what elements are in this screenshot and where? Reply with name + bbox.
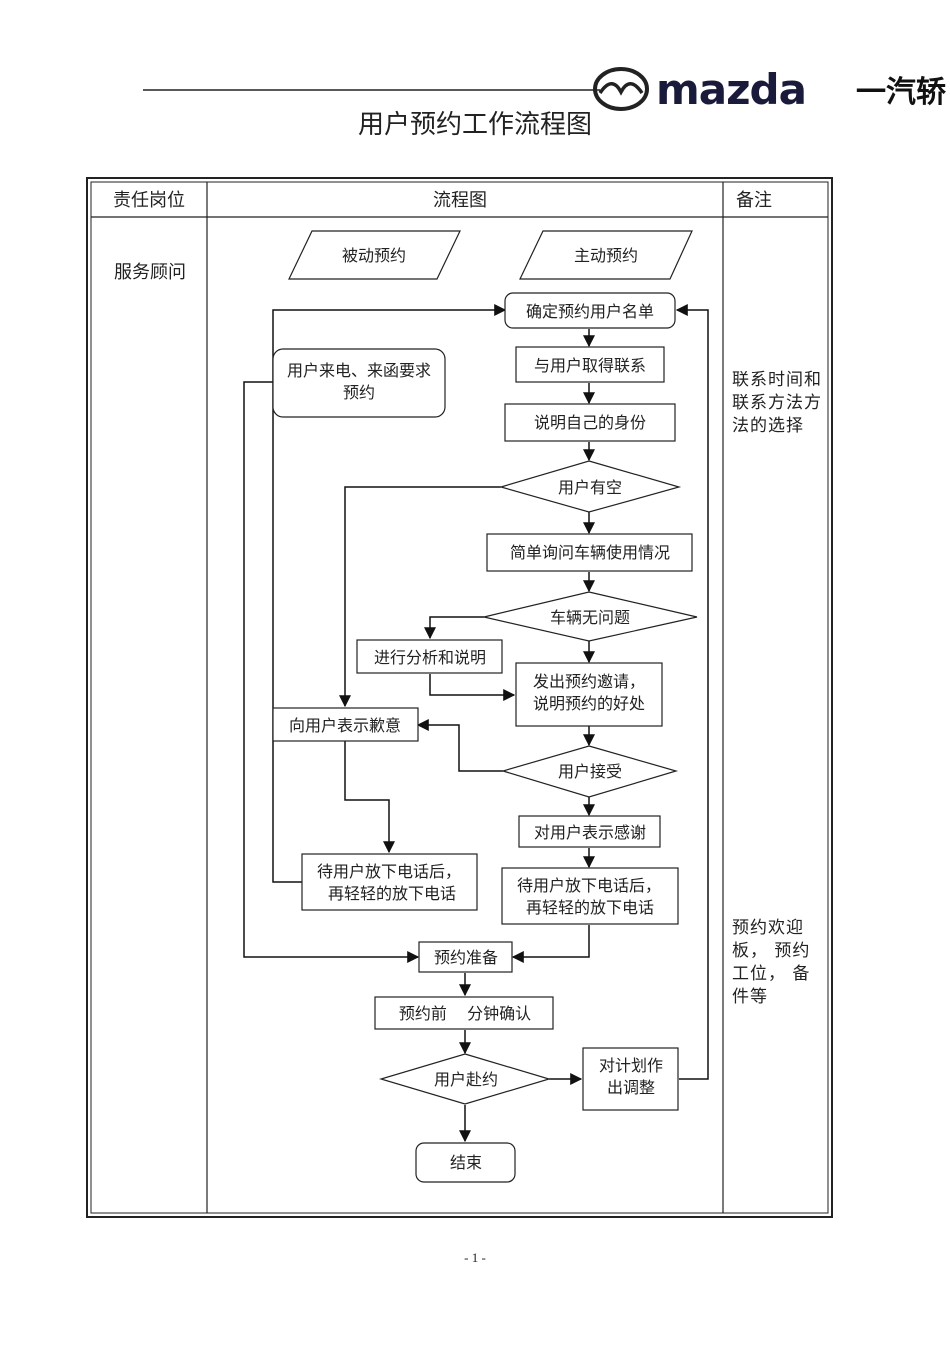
edge-free-apologize <box>339 486 501 708</box>
edge-accept-apologize <box>416 719 503 772</box>
label-adjust-1: 对计划作 <box>599 1056 663 1075</box>
label-ask-vehicle: 简单询问车辆使用情况 <box>510 543 670 562</box>
header-note: 备注 <box>736 190 772 211</box>
node-introduce <box>504 403 676 442</box>
label-invite-2: 说明预约的好处 <box>533 694 645 713</box>
label-adjust-2: 出调整 <box>607 1078 655 1097</box>
label-hangup-right-2: 再轻轻的放下电话 <box>526 898 654 917</box>
node-arrive <box>378 1053 552 1105</box>
node-no-problem <box>483 591 698 642</box>
edge-analyze-invite <box>429 674 516 701</box>
role-label: 服务顾问 <box>114 262 186 283</box>
node-end <box>415 1142 516 1183</box>
brand-logo-text: mazda <box>656 65 806 114</box>
node-passive <box>288 230 461 280</box>
node-confirm-list <box>504 292 676 329</box>
label-hangup-right-1: 待用户放下电话后， <box>517 876 661 895</box>
node-contact <box>515 346 665 383</box>
page-title: 用户预约工作流程图 <box>358 110 592 140</box>
note-line: 板， 预约 <box>732 941 810 961</box>
label-apologize: 向用户表示歉意 <box>289 716 401 735</box>
label-invite-1: 发出预约邀请， <box>533 672 645 691</box>
label-accept: 用户接受 <box>558 762 622 781</box>
label-arrive: 用户赴约 <box>434 1070 498 1089</box>
header-role: 责任岗位 <box>113 190 185 211</box>
label-free: 用户有空 <box>558 478 622 497</box>
node-active <box>519 230 693 280</box>
label-customer-call-1: 用户来电、来函要求 <box>287 361 431 380</box>
node-adjust <box>582 1047 679 1111</box>
page-number: - 1 - <box>464 1250 486 1265</box>
label-confirm-list: 确定预约用户名单 <box>526 302 654 321</box>
note-line: 件等 <box>732 987 768 1007</box>
note-contact-method: 联系时间和 联系方法方 法的选择 <box>732 370 822 436</box>
edge-adjust-confirm <box>675 304 709 1080</box>
node-ask-vehicle <box>486 533 693 572</box>
label-customer-call-2: 预约 <box>343 383 375 402</box>
node-hangup-left <box>301 853 478 911</box>
edge-call-prepare <box>243 381 420 963</box>
node-thank <box>518 815 661 848</box>
label-passive: 被动预约 <box>342 246 406 265</box>
edge-hangup-prepare <box>511 925 590 963</box>
note-line: 工位， 备 <box>732 964 810 984</box>
label-no-problem: 车辆无问题 <box>550 608 630 627</box>
label-thank: 对用户表示感谢 <box>534 823 646 842</box>
node-accept <box>500 745 679 798</box>
node-customer-call <box>272 348 446 418</box>
node-hangup-right <box>501 867 679 925</box>
label-hangup-left-1: 待用户放下电话后， <box>317 862 461 881</box>
label-prepare: 预约准备 <box>434 948 498 967</box>
header-flow: 流程图 <box>433 190 487 211</box>
connectors <box>243 304 709 1143</box>
label-end: 结束 <box>450 1153 482 1172</box>
label-active: 主动预约 <box>574 246 638 265</box>
note-line: 联系方法方 <box>732 393 822 413</box>
edge-noproblem-analyze <box>424 616 484 640</box>
table-frame <box>86 177 833 1218</box>
node-labels: 被动预约 主动预约 确定预约用户名单 用户来电、来函要求 预约 与用户取得联系 … <box>287 246 670 1172</box>
partner-logo-text: 一汽轿 <box>856 75 947 110</box>
label-hangup-left-2: 再轻轻的放下电话 <box>328 884 456 903</box>
mazda-emblem-icon <box>593 67 649 111</box>
node-invite <box>515 662 663 727</box>
note-line: 法的选择 <box>732 416 804 436</box>
node-apologize <box>272 707 419 742</box>
edge-apologize-hangup <box>344 741 395 854</box>
node-analyze <box>356 639 503 674</box>
edge-hangup-confirm <box>272 304 507 883</box>
node-confirm-before <box>374 996 554 1030</box>
node-free <box>498 460 682 513</box>
label-analyze: 进行分析和说明 <box>374 648 486 667</box>
note-preparation: 预约欢迎 板， 预约 工位， 备 件等 <box>732 918 810 1007</box>
note-line: 预约欢迎 <box>732 918 804 938</box>
note-line: 联系时间和 <box>732 370 822 390</box>
node-prepare <box>418 941 513 973</box>
label-contact: 与用户取得联系 <box>534 356 646 375</box>
nodes <box>272 230 698 1183</box>
label-confirm-before: 预约前 分钟确认 <box>399 1004 531 1023</box>
label-introduce: 说明自己的身份 <box>534 413 646 432</box>
